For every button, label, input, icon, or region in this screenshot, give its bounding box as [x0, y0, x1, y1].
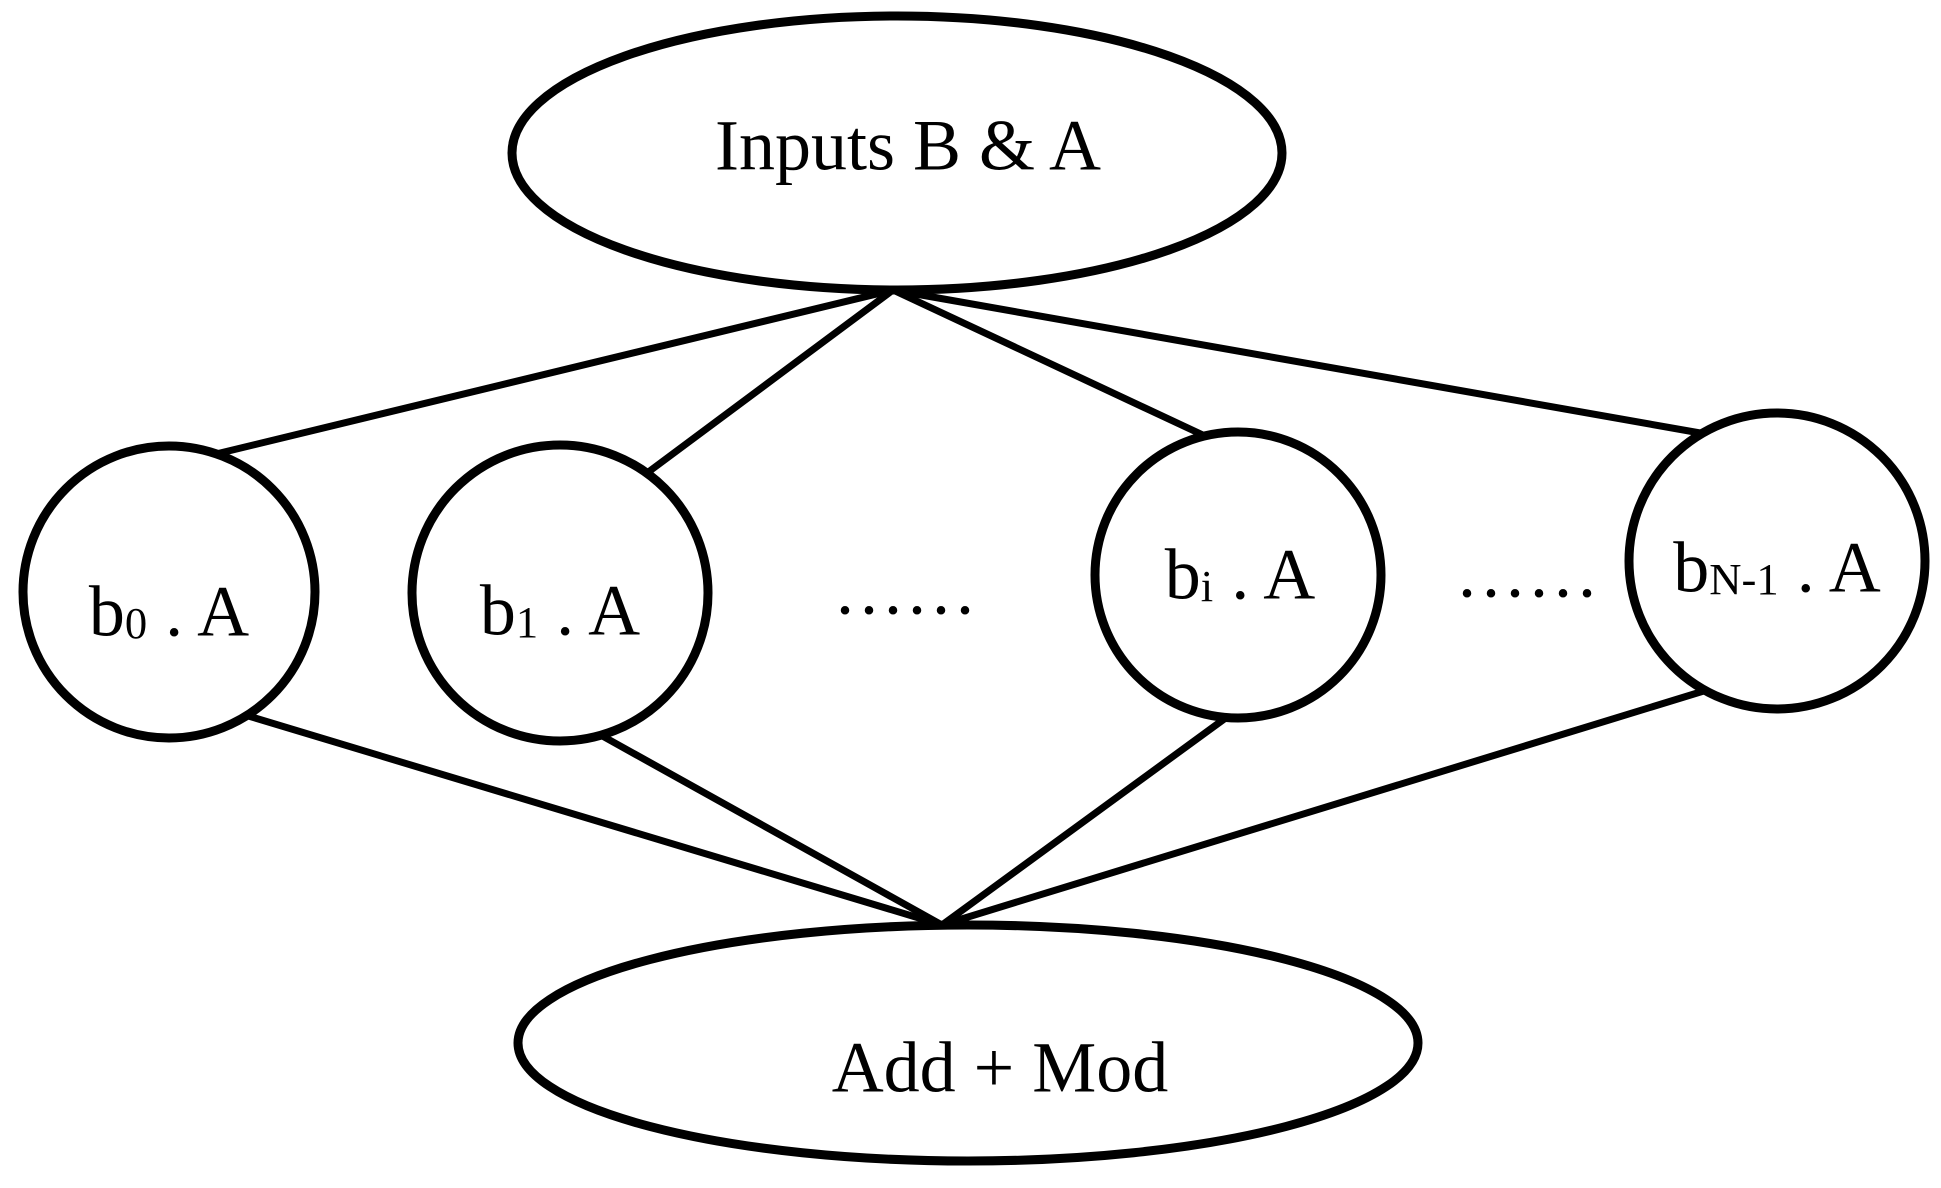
b0-suffix: . A: [147, 571, 250, 652]
bn1-node-shape: [1624, 408, 1930, 714]
b0-node-label: b0 . A: [89, 572, 249, 651]
b0-node-shape: [18, 441, 320, 743]
inputs-node-label: Inputs B & A: [714, 105, 1102, 186]
edge-b0-to-addmod: [241, 711, 946, 929]
bn1-suffix: . A: [1778, 527, 1881, 608]
bn1-subscript: N-1: [1709, 554, 1779, 605]
edge-b1-to-addmod: [593, 729, 946, 929]
b1-base: b: [479, 570, 516, 651]
b1-node-shape: [407, 440, 713, 746]
edge-inputs-to-bn1: [889, 286, 1710, 438]
bi-suffix: . A: [1213, 534, 1316, 615]
bi-node-label: bi . A: [1165, 535, 1315, 614]
ellipsis-left: ......: [836, 549, 980, 630]
bn1-base: b: [1673, 527, 1710, 608]
bn1-node-label: bN-1 . A: [1673, 528, 1880, 607]
b1-suffix: . A: [538, 570, 641, 651]
b0-subscript: 0: [124, 598, 148, 649]
edge-bn1-to-addmod: [938, 686, 1711, 929]
bi-base: b: [1164, 534, 1201, 615]
addmod-node-label: Add + Mod: [831, 1027, 1169, 1108]
addmod-node-shape: [513, 920, 1423, 1166]
b1-subscript: 1: [515, 597, 539, 648]
bi-node-shape: [1090, 427, 1386, 723]
edge-inputs-to-b0: [212, 286, 897, 458]
b1-node-label: b1 . A: [480, 571, 640, 650]
edge-bi-to-addmod: [938, 713, 1231, 929]
inputs-node-shape: [507, 11, 1287, 295]
edges: [212, 286, 1711, 929]
edge-inputs-to-b1: [643, 286, 897, 477]
b0-base: b: [88, 571, 125, 652]
bi-subscript: i: [1200, 561, 1214, 612]
ellipsis-right: ......: [1458, 532, 1602, 613]
edge-inputs-to-bi: [889, 286, 1209, 440]
